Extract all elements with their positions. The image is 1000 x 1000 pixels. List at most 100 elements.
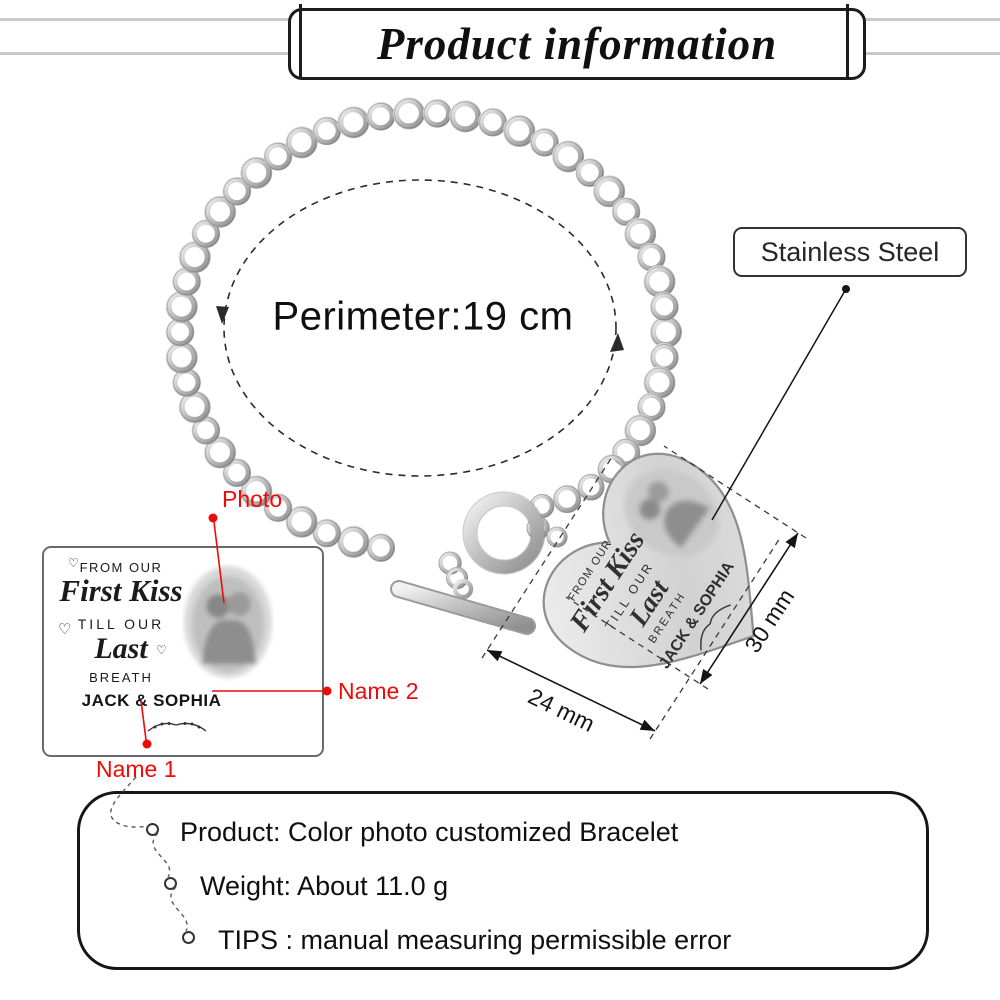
chain-link xyxy=(478,107,507,137)
toggle-bar-clasp xyxy=(392,582,534,633)
material-pointer-line xyxy=(711,288,847,521)
chain-link xyxy=(422,99,452,128)
chain-link-outline xyxy=(223,459,251,487)
chain-link-outline xyxy=(578,474,604,500)
chain-link xyxy=(222,176,252,206)
card-engraving-line5: BREATH xyxy=(89,670,153,685)
chain-link xyxy=(530,128,559,157)
heart-charm: FROM OUR First Kiss TILL OUR Last BREATH… xyxy=(542,452,755,672)
card-engraving-line1: FROM OUR xyxy=(79,560,163,575)
chain-link xyxy=(263,493,293,522)
chain-link-outline xyxy=(650,292,678,321)
chain-link xyxy=(312,116,342,146)
chain-link-outline xyxy=(204,437,235,468)
material-badge: Stainless Steel xyxy=(733,227,967,277)
chain-link-outline xyxy=(204,196,235,227)
chain-link xyxy=(637,242,666,272)
chain-link xyxy=(191,416,221,445)
chain-link-outline xyxy=(612,198,640,226)
card-engraving-line4: Last xyxy=(94,632,148,665)
chain-link-outline xyxy=(553,141,584,172)
chain-link xyxy=(552,140,585,173)
chain-link xyxy=(650,292,679,321)
chain-link xyxy=(178,390,211,423)
chain-link xyxy=(165,341,198,374)
chain-link-outline xyxy=(179,242,210,273)
chain-link-outline xyxy=(625,218,656,249)
heart-decoration: ♡ xyxy=(156,643,167,657)
chain-link xyxy=(650,343,679,372)
chain-link-outline xyxy=(264,494,292,522)
chain-link xyxy=(172,368,201,397)
toggle-ring-clasp xyxy=(463,492,545,574)
page-title: Product information xyxy=(376,19,778,69)
chain-link xyxy=(552,484,582,514)
chain-link xyxy=(165,290,198,323)
card-engraving-names: JACK & SOPHIA xyxy=(81,691,222,710)
couple-photo xyxy=(184,566,272,678)
chain-link xyxy=(285,126,318,159)
chain-link xyxy=(577,473,605,501)
chain-link-outline xyxy=(546,526,568,548)
chain-link xyxy=(263,142,293,171)
toggle-ring-inner-outline xyxy=(476,505,532,561)
chain-link xyxy=(643,265,676,298)
chain-link xyxy=(285,505,318,538)
chain-link xyxy=(503,114,536,147)
chain-link xyxy=(222,458,252,488)
spec-marker xyxy=(164,877,177,890)
perimeter-dashed-ellipse xyxy=(223,179,617,477)
chain-link xyxy=(178,241,211,274)
chain-link xyxy=(624,217,657,250)
charm-width-arrow xyxy=(486,649,656,732)
chain-link xyxy=(191,219,221,248)
chain-link xyxy=(650,316,682,348)
toggle-bar-link xyxy=(452,578,474,600)
card-engraving-line3: TILL OUR xyxy=(77,616,165,632)
chain-link-outline xyxy=(241,157,272,188)
chain-link xyxy=(172,267,201,296)
name2-callout-label: Name 2 xyxy=(338,678,419,704)
chain-link xyxy=(203,436,236,469)
card-engraving-line2: First Kiss xyxy=(59,573,183,608)
chain-link-outline xyxy=(286,506,317,537)
chain-link xyxy=(643,366,676,399)
perimeter-arrowhead-left xyxy=(216,306,229,324)
chain-link-outline xyxy=(338,526,369,557)
heart-decoration: ♡ xyxy=(58,621,72,638)
chain-link xyxy=(312,518,342,548)
chain-link-outline xyxy=(479,108,507,136)
chain-link xyxy=(546,526,568,548)
spec-product: Product: Color photo customized Bracelet xyxy=(180,817,679,847)
chain-link-outline xyxy=(594,176,625,207)
spec-marker xyxy=(146,823,159,836)
chain-link-outline xyxy=(286,127,317,158)
chain-link xyxy=(611,197,641,226)
chain-link-outline xyxy=(192,220,220,248)
specs-panel xyxy=(77,791,929,970)
chain-link-outline xyxy=(241,476,272,507)
chain-link xyxy=(240,156,273,189)
charm-photo xyxy=(624,469,720,557)
engraving-preview-card: ♡ ♡ ♡ FROM OUR First Kiss TILL OUR Last … xyxy=(42,546,324,757)
charm-width-label: 24 mm xyxy=(524,683,599,737)
chain-link-outline xyxy=(530,128,559,156)
chain-link-outline xyxy=(313,519,341,547)
chain-link-outline xyxy=(313,117,341,145)
title-banner-tick-left xyxy=(299,4,302,78)
chain-link xyxy=(392,97,425,130)
toggle-ring-outline xyxy=(462,491,546,575)
heart-decoration: ♡ xyxy=(68,556,79,570)
spec-tips: TIPS : manual measuring permissible erro… xyxy=(218,925,732,955)
chain-link xyxy=(624,414,657,447)
spec-weight: Weight: About 11.0 g xyxy=(200,871,449,901)
chain-link-outline xyxy=(576,159,604,187)
title-banner-tick-right xyxy=(846,4,849,78)
chain-link xyxy=(337,106,370,139)
chain-link xyxy=(337,525,370,558)
chain-link xyxy=(203,195,236,228)
perimeter-arrowhead-right xyxy=(610,333,624,352)
width-extension-line-left xyxy=(481,456,613,659)
chain-link xyxy=(449,100,482,133)
